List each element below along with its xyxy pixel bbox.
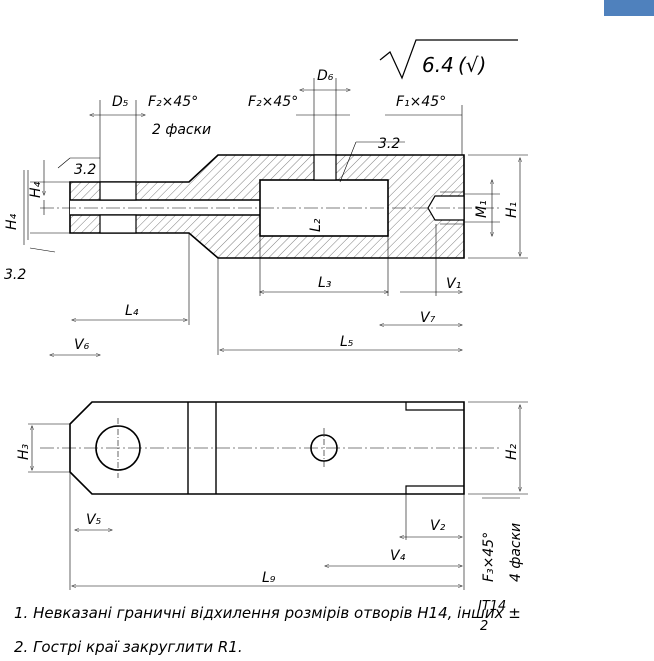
- dimension-labels: D₅ F₂×45° 2 фаски F₂×45° D₆ F₁×45° 3.2 3…: [4, 68, 524, 586]
- label-roughness-32-bottom: 3.2: [4, 267, 26, 283]
- label-roughness-32-left: 3.2: [74, 162, 96, 178]
- label-d5: D₅: [112, 94, 129, 110]
- note-two: 2: [480, 619, 488, 634]
- label-v7: V₇: [420, 310, 436, 326]
- label-f3: F₃×45°: [481, 532, 497, 582]
- label-l5: L₅: [340, 334, 354, 350]
- label-v1: V₁: [446, 276, 461, 292]
- label-roughness-32-top: 3.2: [378, 136, 400, 152]
- label-l2: L₂: [308, 218, 324, 232]
- label-v2: V₂: [430, 518, 446, 534]
- note-it14: IT14: [478, 599, 506, 614]
- label-h2: H₂: [504, 443, 520, 460]
- label-l4: L₄: [125, 303, 139, 319]
- section-view: [40, 154, 500, 259]
- label-l3: L₃: [318, 275, 332, 291]
- label-v4: V₄: [390, 548, 406, 564]
- roughness-paren: (√): [458, 53, 486, 77]
- label-h3: H₃: [16, 443, 32, 460]
- label-l9: L₉: [262, 570, 276, 586]
- label-h4-inner: H₄: [28, 181, 44, 198]
- label-f2-left: F₂×45°: [148, 94, 198, 110]
- dimension-lines-top: [23, 78, 528, 355]
- dimension-lines-bottom: [28, 401, 528, 590]
- label-h1: H₁: [504, 202, 520, 218]
- roughness-symbol: 6.4 (√): [379, 39, 518, 80]
- roughness-value: 6.4: [422, 53, 454, 77]
- label-m1: M₁: [474, 200, 490, 218]
- label-v6: V₆: [74, 337, 90, 353]
- label-4-chamfers: 4 фаски: [508, 523, 524, 582]
- label-f2-right: F₂×45°: [248, 94, 298, 110]
- plan-view: [40, 401, 500, 495]
- technical-notes: 1. Невказані граничні відхилення розмірі…: [14, 599, 521, 656]
- label-v5: V₅: [86, 512, 102, 528]
- label-2-chamfers: 2 фаски: [152, 122, 211, 138]
- corner-tab: [604, 0, 654, 16]
- label-f1: F₁×45°: [396, 94, 446, 110]
- label-h4-outer: H₄: [4, 213, 20, 230]
- label-d6: D₆: [317, 68, 334, 84]
- note-1: 1. Невказані граничні відхилення розмірі…: [14, 604, 521, 622]
- note-2: 2. Гострі краї закруглити R1.: [14, 638, 243, 656]
